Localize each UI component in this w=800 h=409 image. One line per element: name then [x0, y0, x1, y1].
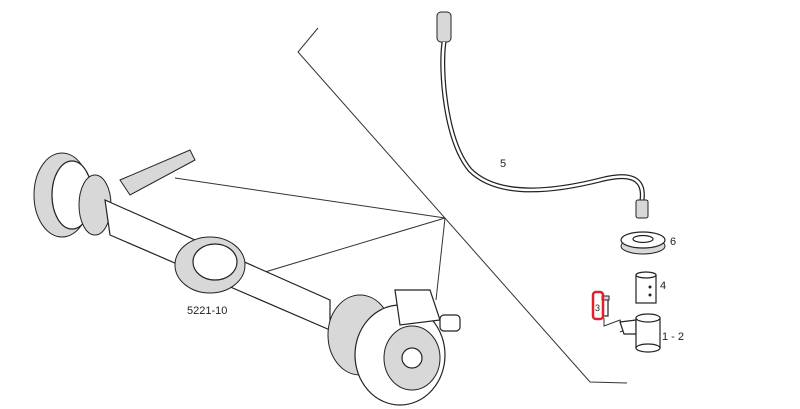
axle-assembly [33, 149, 461, 406]
clamp-part[interactable] [619, 313, 661, 353]
hose-part[interactable] [436, 11, 649, 219]
callout-1-2: 1 - 2 [662, 331, 684, 343]
grommet-part[interactable] [620, 231, 666, 255]
callout-6: 6 [670, 236, 676, 248]
sleeve-part[interactable] [635, 271, 657, 304]
highlight-box [591, 290, 605, 321]
callout-4: 4 [660, 280, 666, 292]
callout-3: 3 [595, 303, 600, 313]
assembly-label: 5221-10 [187, 305, 227, 317]
callout-5: 5 [500, 158, 506, 170]
